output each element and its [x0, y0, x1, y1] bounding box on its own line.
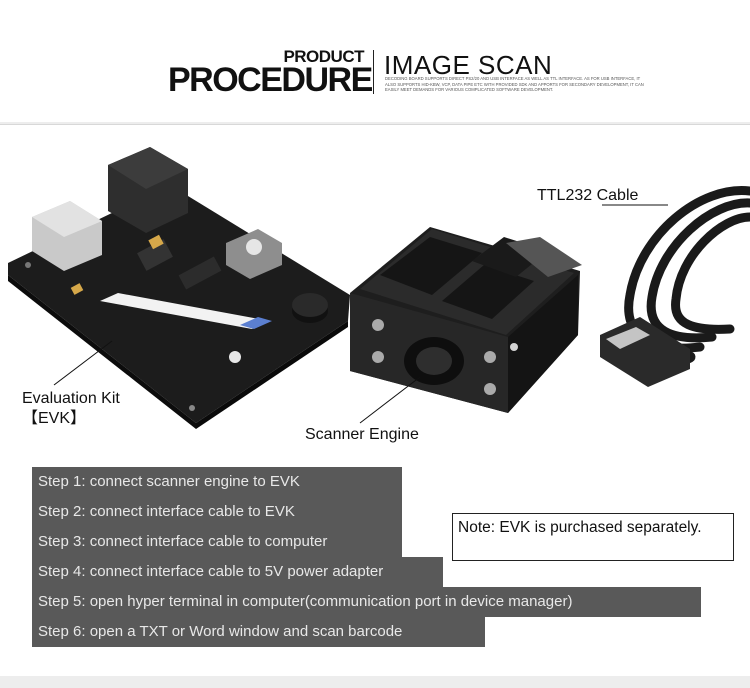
cable-label: TTL232 Cable	[537, 187, 639, 204]
product-illustration	[8, 147, 750, 429]
title-procedure: PROCEDURE	[168, 61, 373, 99]
step-1: Step 1: connect scanner engine to EVK	[32, 467, 402, 497]
title-product: PRODUCT	[283, 47, 364, 66]
evk-pointer-line	[53, 340, 113, 386]
title-description: DECODING BOARD SUPPORTS DIRECT PS2/20 AN…	[385, 76, 644, 92]
step-3: Step 3: connect interface cable to compu…	[32, 527, 402, 557]
step-6: Step 6: open a TXT or Word window and sc…	[32, 617, 485, 647]
scanner-engine	[350, 227, 582, 413]
db9-connector	[600, 317, 690, 387]
header: PRODUCT PROCEDURE IMAGE SCAN DECODING BO…	[0, 0, 750, 122]
evk-label-line2: 【EVK】	[22, 410, 87, 427]
title-image-scan: IMAGE SCAN	[384, 50, 553, 80]
step-5: Step 5: open hyper terminal in computer(…	[32, 587, 701, 617]
note-box: Note: EVK is purchased separately.	[452, 513, 734, 561]
step-2: Step 2: connect interface cable to EVK	[32, 497, 402, 527]
title-divider	[373, 50, 374, 94]
scanner-engine-label: Scanner Engine	[305, 426, 419, 443]
main-panel: Evaluation Kit 【EVK】 Scanner Engine TTL2…	[0, 124, 750, 676]
evk-label: Evaluation Kit 【EVK】	[22, 389, 120, 429]
step-4: Step 4: connect interface cable to 5V po…	[32, 557, 443, 587]
title-block: PRODUCT PROCEDURE	[168, 47, 373, 99]
scanner-pointer-line	[359, 376, 421, 424]
evk-board	[8, 147, 350, 429]
evk-label-line1: Evaluation Kit	[22, 390, 120, 407]
